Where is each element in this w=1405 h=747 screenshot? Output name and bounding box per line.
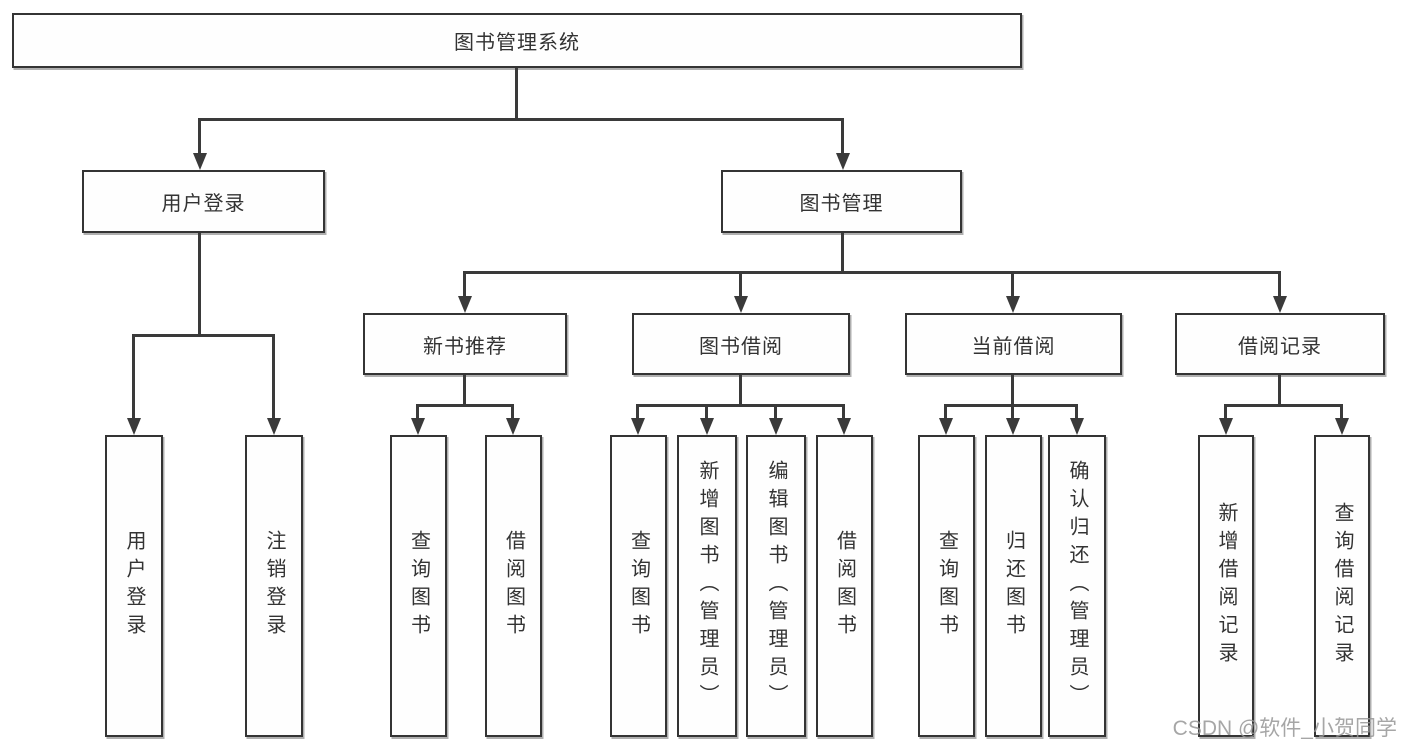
connector-line	[1075, 404, 1078, 421]
node-label: 用户登录	[123, 530, 145, 642]
leaf-confirm-return-admin: 确认归还（管理员）	[1048, 435, 1106, 737]
node-label: 借阅记录	[1238, 335, 1322, 358]
csdn-watermark: CSDN @软件_小贺同学	[1172, 717, 1397, 740]
connector-line	[944, 404, 947, 421]
connector-line	[1011, 404, 1014, 421]
connector-line	[198, 118, 844, 121]
connector-line	[198, 118, 201, 156]
node-borrow-record: 借阅记录	[1175, 313, 1385, 375]
node-label: 查询图书	[627, 530, 650, 642]
arrow-down-icon	[506, 418, 520, 435]
connector-line	[705, 404, 708, 421]
node-label: 图书管理	[799, 193, 884, 215]
node-label: 新书推荐	[423, 335, 507, 358]
connector-line	[463, 375, 466, 407]
connector-line	[463, 271, 466, 299]
node-label: 新增图书（管理员）	[696, 460, 718, 712]
connector-line	[842, 404, 845, 421]
node-label: 确认归还（管理员）	[1066, 460, 1088, 712]
arrow-down-icon	[769, 418, 783, 435]
connector-line	[515, 68, 518, 121]
leaf-edit-books-admin: 编辑图书（管理员）	[746, 435, 806, 737]
arrow-down-icon	[1070, 418, 1084, 435]
node-label: 查询借阅记录	[1331, 502, 1353, 670]
node-label: 图书借阅	[699, 335, 783, 358]
connector-line	[416, 404, 419, 421]
node-book-management: 图书管理	[721, 170, 962, 233]
connector-line	[739, 271, 742, 299]
leaf-logout-login: 注销登录	[245, 435, 303, 737]
connector-line	[416, 404, 514, 407]
leaf-return-books: 归还图书	[985, 435, 1042, 737]
leaf-query-books-recommend: 查询图书	[390, 435, 447, 737]
connector-line	[463, 271, 1281, 274]
node-label: 查询图书	[407, 530, 430, 642]
connector-line	[511, 404, 514, 421]
connector-line	[1011, 271, 1014, 299]
arrow-down-icon	[700, 418, 714, 435]
arrow-down-icon	[631, 418, 645, 435]
connector-line	[1340, 404, 1343, 421]
arrow-down-icon	[1273, 296, 1287, 313]
connector-line	[1278, 375, 1281, 407]
arrow-down-icon	[1219, 418, 1233, 435]
leaf-add-borrow-record: 新增借阅记录	[1198, 435, 1254, 737]
arrow-down-icon	[939, 418, 953, 435]
node-label: 查询图书	[935, 530, 958, 642]
connector-line	[132, 334, 135, 421]
node-label: 当前借阅	[971, 335, 1056, 358]
node-label: 用户登录	[161, 193, 246, 215]
node-label: 注销登录	[263, 530, 285, 642]
connector-line	[841, 233, 844, 274]
connector-line	[1278, 271, 1281, 299]
connector-line	[739, 375, 742, 407]
arrow-down-icon	[1335, 418, 1349, 435]
node-current-borrow: 当前借阅	[905, 313, 1122, 375]
arrow-down-icon	[836, 153, 850, 170]
connector-line	[132, 334, 275, 337]
leaf-query-books-current: 查询图书	[918, 435, 975, 737]
arrow-down-icon	[267, 418, 281, 435]
arrow-down-icon	[1006, 296, 1020, 313]
connector-line	[198, 233, 201, 337]
node-root: 图书管理系统	[12, 13, 1022, 68]
arrow-down-icon	[411, 418, 425, 435]
arrow-down-icon	[734, 296, 748, 313]
leaf-add-books-admin: 新增图书（管理员）	[677, 435, 737, 737]
arrow-down-icon	[1006, 418, 1020, 435]
node-book-borrow: 图书借阅	[632, 313, 850, 375]
connector-line	[774, 404, 777, 421]
arrow-down-icon	[458, 296, 472, 313]
connector-line	[636, 404, 845, 407]
node-label: 新增借阅记录	[1215, 502, 1237, 670]
connector-line	[1011, 375, 1014, 407]
node-label: 图书管理系统	[454, 32, 580, 54]
node-user-login: 用户登录	[82, 170, 325, 233]
leaf-query-borrow-record: 查询借阅记录	[1314, 435, 1370, 737]
leaf-borrow-books: 借阅图书	[816, 435, 873, 737]
arrow-down-icon	[837, 418, 851, 435]
connector-line	[272, 334, 275, 421]
node-label: 借阅图书	[833, 530, 856, 642]
leaf-borrow-books-recommend: 借阅图书	[485, 435, 542, 737]
leaf-query-books-borrow: 查询图书	[610, 435, 667, 737]
arrow-down-icon	[127, 418, 141, 435]
node-label: 编辑图书（管理员）	[765, 460, 787, 712]
connector-line	[1224, 404, 1343, 407]
arrow-down-icon	[193, 153, 207, 170]
connector-line	[636, 404, 639, 421]
node-new-book-recommend: 新书推荐	[363, 313, 567, 375]
connector-line	[1224, 404, 1227, 421]
leaf-user-login: 用户登录	[105, 435, 163, 737]
node-label: 归还图书	[1002, 530, 1025, 642]
connector-line	[841, 118, 844, 156]
node-label: 借阅图书	[502, 530, 525, 642]
